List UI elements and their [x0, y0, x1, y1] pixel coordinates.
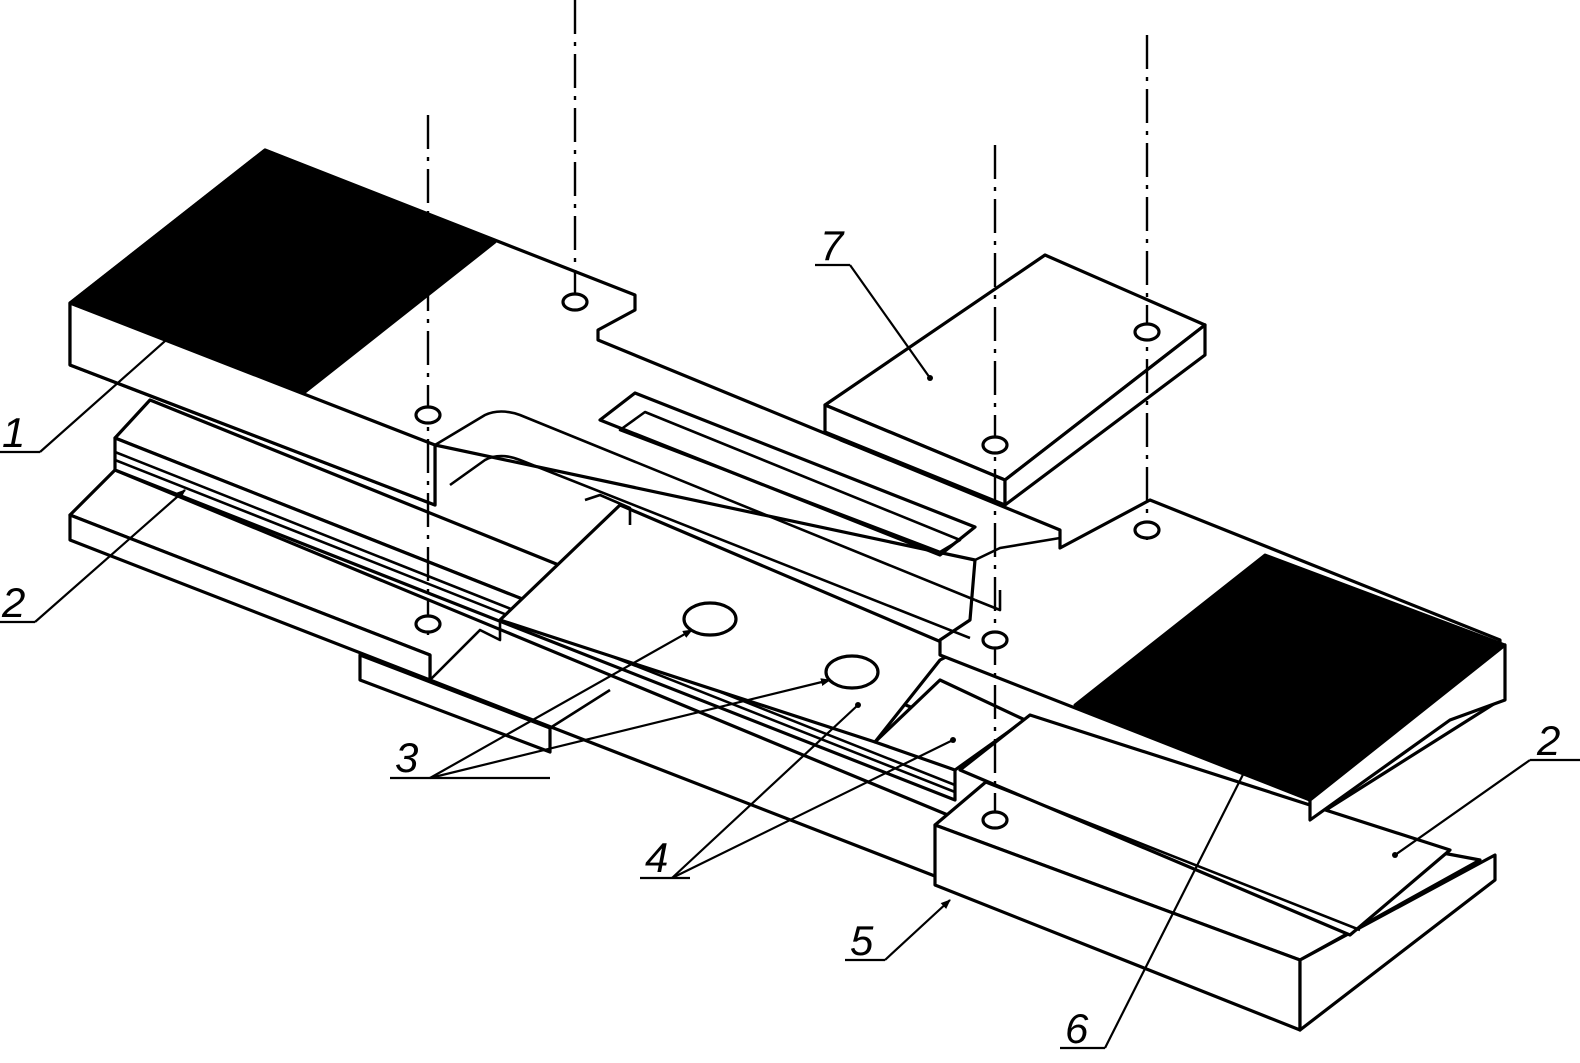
block-7	[823, 253, 1207, 507]
axis-lines	[426, 0, 1149, 830]
label-2-left: 2	[1, 579, 25, 626]
label-5: 5	[850, 917, 874, 964]
part-6-plate	[1073, 553, 1507, 822]
leader-lines	[0, 263, 1580, 1050]
label-7: 7	[820, 222, 845, 269]
label-2-right: 2	[1536, 717, 1560, 764]
callout-labels: 1 2 2 3 4 5 6 7	[1, 222, 1560, 1052]
hole-3b	[824, 654, 880, 690]
label-3: 3	[395, 734, 418, 781]
right-block-5	[933, 713, 1497, 1032]
mounting-holes	[414, 292, 1161, 830]
label-4: 4	[645, 834, 668, 881]
label-6: 6	[1065, 1005, 1089, 1052]
hole-3a	[682, 601, 738, 637]
label-1: 1	[2, 409, 25, 456]
